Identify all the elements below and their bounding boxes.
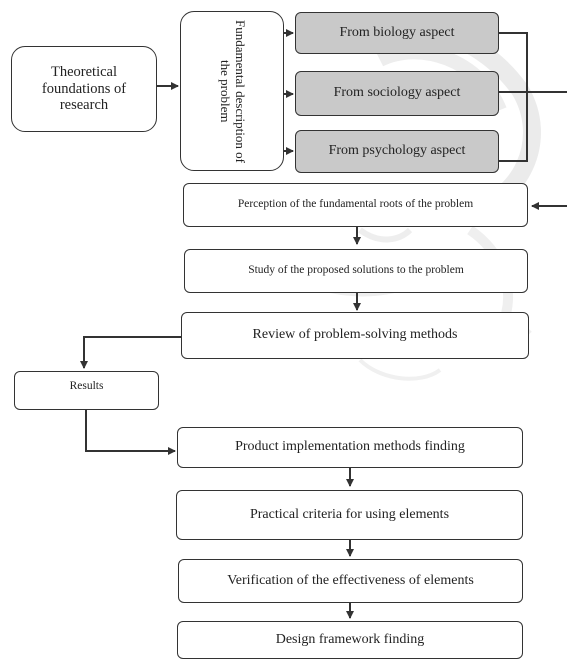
- node-practical-label: Practical criteria for using elements: [249, 506, 450, 522]
- node-biology-label: From biology aspect: [339, 24, 455, 40]
- node-results: Results: [14, 371, 159, 410]
- node-results-label: Results: [69, 379, 104, 392]
- node-perception: Perception of the fundamental roots of t…: [183, 183, 528, 227]
- node-theoretical-label: Theoretical foundations of research: [41, 63, 127, 114]
- node-review-label: Review of problem-solving methods: [252, 327, 458, 343]
- node-perception-label: Perception of the fundamental roots of t…: [237, 198, 474, 211]
- node-study-label: Study of the proposed solutions to the p…: [248, 264, 464, 277]
- node-verification: Verification of the effectiveness of ele…: [178, 559, 523, 603]
- node-practical-criteria: Practical criteria for using elements: [176, 490, 523, 540]
- node-product-label: Product implementation methods finding: [235, 439, 465, 455]
- node-design-framework: Design framework finding: [177, 621, 523, 659]
- node-psychology-label: From psychology aspect: [328, 143, 466, 159]
- node-fundamental-label: Fundamental description of the problem: [218, 19, 248, 163]
- node-study: Study of the proposed solutions to the p…: [184, 249, 528, 293]
- arrow-results-to-product: [85, 410, 176, 455]
- node-theoretical-foundations: Theoretical foundations of research: [11, 46, 157, 132]
- bracket-biology: [499, 32, 528, 162]
- node-verification-label: Verification of the effectiveness of ele…: [227, 572, 474, 588]
- node-psychology-aspect: From psychology aspect: [295, 130, 499, 173]
- node-fundamental-description: Fundamental description of the problem: [180, 11, 284, 171]
- node-sociology-aspect: From sociology aspect: [295, 71, 499, 116]
- node-biology-aspect: From biology aspect: [295, 12, 499, 54]
- node-sociology-label: From sociology aspect: [333, 85, 461, 101]
- node-design-label: Design framework finding: [275, 631, 425, 647]
- node-review: Review of problem-solving methods: [181, 312, 529, 359]
- node-product-implementation: Product implementation methods finding: [177, 427, 523, 468]
- arrow-review-to-results: [80, 336, 181, 369]
